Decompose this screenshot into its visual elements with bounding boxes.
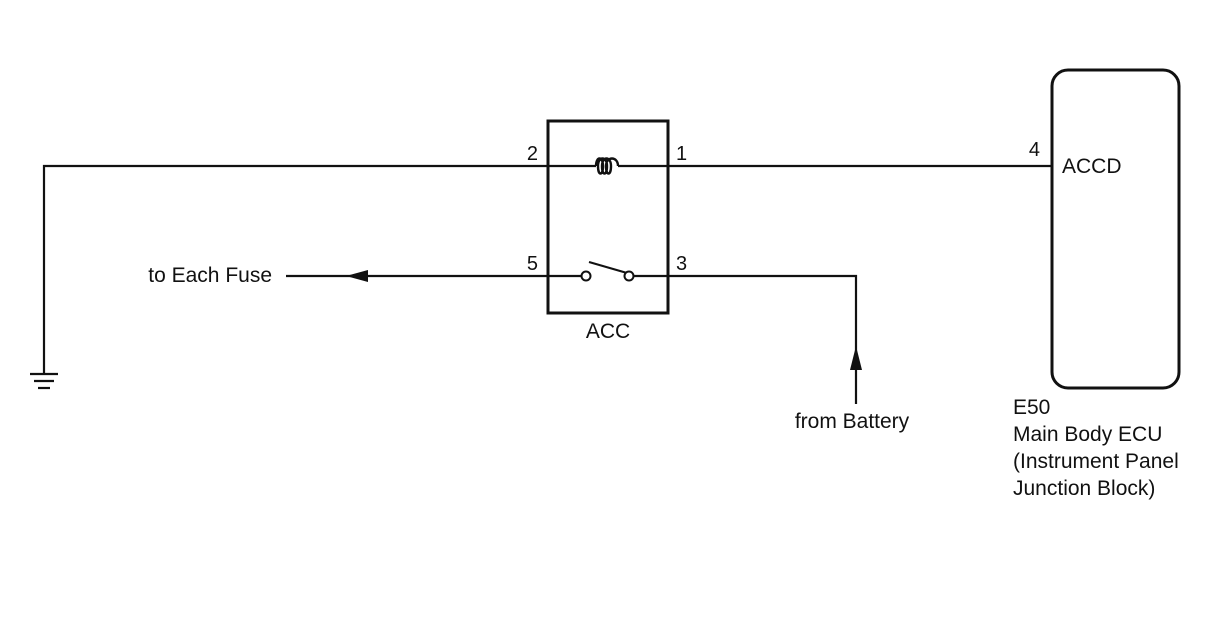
- relay-coil-icon: [594, 157, 620, 175]
- battery-input-wire: [668, 274, 858, 404]
- relay-pin-3: 3: [676, 253, 687, 275]
- relay-switch-blade: [588, 260, 628, 275]
- from-battery-label: from Battery: [795, 410, 910, 433]
- relay-pin-5: 5: [527, 253, 538, 275]
- ecu-name-line2: (Instrument Panel: [1013, 450, 1179, 473]
- ecu-connector-label: E50: [1013, 396, 1050, 419]
- main-body-ecu-box: [1050, 68, 1181, 390]
- battery-arrow-icon: [850, 346, 862, 370]
- ecu-pin-4: 4: [1029, 139, 1040, 161]
- relay-pin-1: 1: [676, 143, 687, 165]
- relay-switch-contact-right: [623, 270, 635, 282]
- acc-relay-box: [546, 119, 670, 315]
- relay-pin-2: 2: [527, 143, 538, 165]
- relay-switch-contact-left: [580, 270, 592, 282]
- ground-icon: [30, 372, 58, 390]
- fuse-arrow-icon: [346, 270, 368, 282]
- ground-wire: [42, 164, 548, 374]
- relay-name-label: ACC: [586, 320, 630, 343]
- ecu-name-line3: Junction Block): [1013, 477, 1155, 500]
- to-fuse-label: to Each Fuse: [148, 264, 272, 287]
- ecu-name-line1: Main Body ECU: [1013, 423, 1162, 446]
- ecu-terminal-label: ACCD: [1062, 155, 1122, 178]
